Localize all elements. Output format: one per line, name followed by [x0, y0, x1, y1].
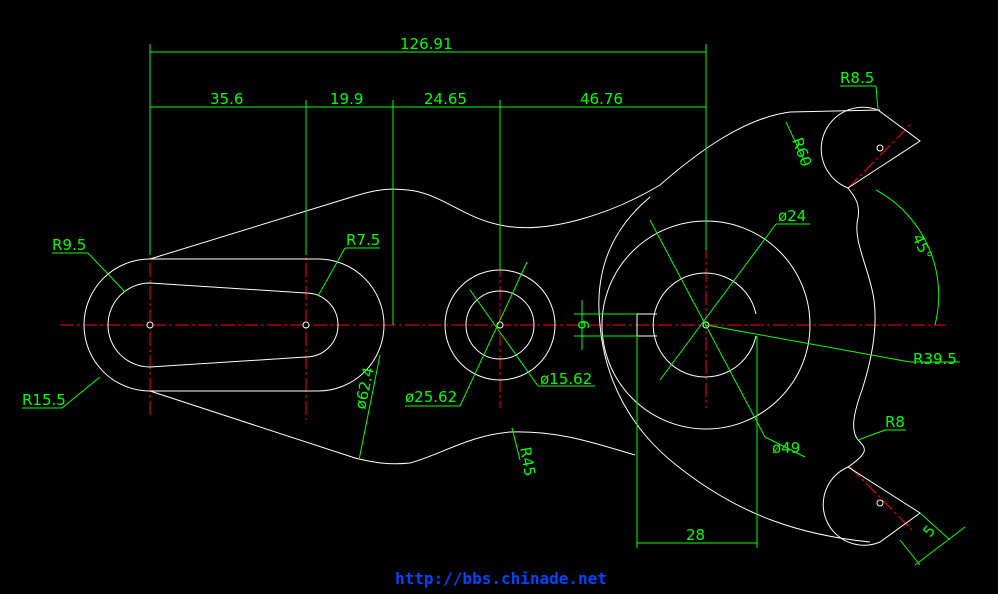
dim-r9-5: R9.5	[52, 236, 86, 254]
dim-19-9: 19.9	[330, 90, 363, 108]
dim-r45: R45	[516, 446, 539, 478]
dim-r8: R8	[885, 413, 905, 431]
keyed-hole	[652, 272, 757, 378]
dim-46-76: 46.76	[580, 90, 623, 108]
dim-dia49: ø49	[772, 439, 800, 457]
dim-dia15-62: ø15.62	[540, 370, 592, 388]
top-tip-centerline	[847, 122, 913, 189]
dim-24-65: 24.65	[424, 90, 467, 108]
bottom-tip-center-point	[876, 499, 884, 507]
slot-outer-outline	[83, 258, 385, 392]
dim-angle-45: 45°	[908, 231, 936, 263]
top-profile-curve	[149, 109, 881, 260]
dim-r7-5: R7.5	[346, 231, 380, 249]
dim-r8-5: R8.5	[840, 69, 874, 87]
top-tip-center-point	[876, 144, 884, 152]
dim-dia24: ø24	[778, 207, 806, 225]
big-arc	[598, 196, 871, 543]
dim-r15-5: R15.5	[22, 391, 66, 409]
part-geometry	[83, 106, 921, 546]
dim-dia25-62: ø25.62	[405, 388, 457, 406]
slot-left-center-point	[146, 321, 154, 329]
slot-right-center-point	[302, 321, 310, 329]
dimension-lines	[22, 44, 966, 566]
dim-keyway-6: 6	[574, 320, 592, 330]
jaw-inner-contour	[847, 187, 876, 468]
dim-overall-width: 126.91	[400, 35, 453, 53]
bottom-tip-centerline	[849, 466, 913, 531]
mid-inner-circle	[465, 290, 535, 360]
keyway	[636, 313, 657, 337]
dim-35-6: 35.6	[210, 90, 243, 108]
dim-r60: R60	[788, 135, 815, 169]
top-tip-slot	[820, 106, 921, 189]
watermark-url: http://bbs.chinade.net	[395, 569, 607, 588]
bottom-profile-curve	[149, 390, 636, 465]
dim-28: 28	[686, 526, 705, 544]
slot-inner-outline	[107, 282, 339, 368]
dim-r39-5: R39.5	[913, 350, 957, 368]
bottom-tip-slot	[822, 466, 921, 546]
dim-5: 5	[919, 522, 939, 541]
